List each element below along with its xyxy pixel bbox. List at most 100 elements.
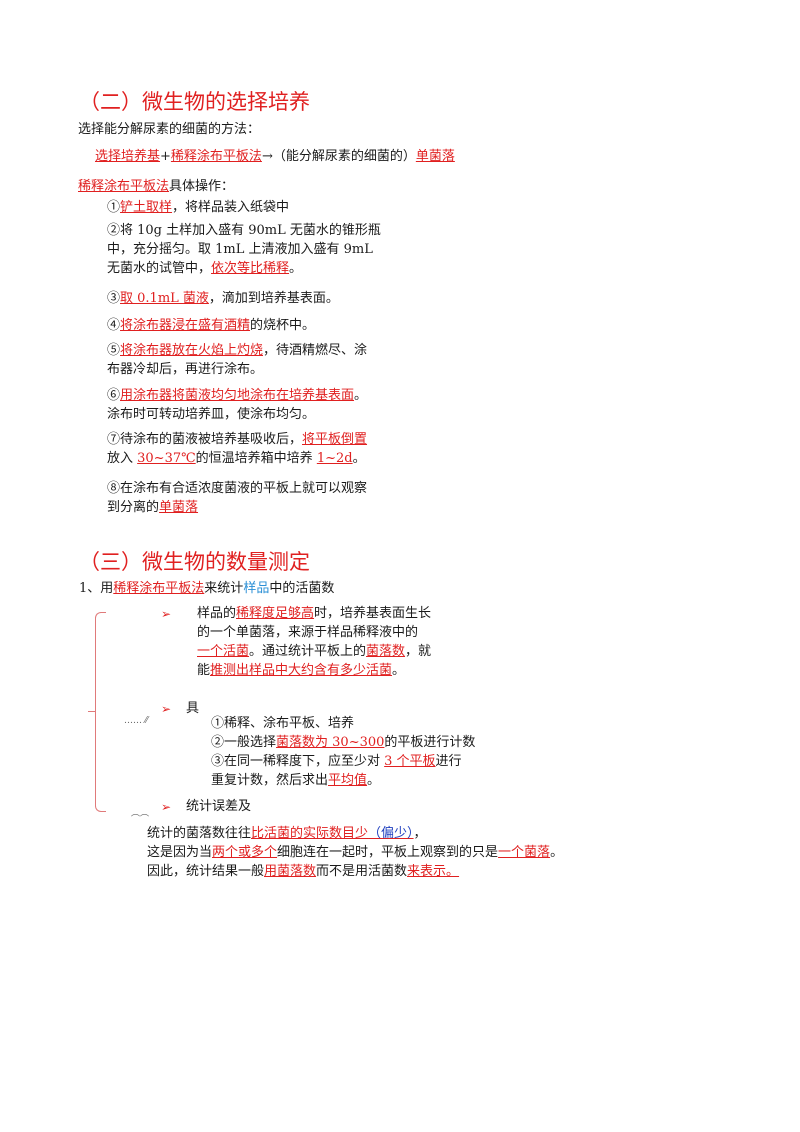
step-2-line-1: ②将 10g 土样加入盛有 90mL 无菌水的锥形瓶 [107,223,381,238]
bullet-3-l3-mid: 而不是用活菌数 [316,864,408,879]
bullet-1-inference: 推测出样品中大约含有多少活菌 [210,663,393,678]
bullet-2-line-4: 重复计数，然后求出平均值。 [211,771,475,790]
bullet-2-line-1: ①稀释、涂布平板、培养 [211,716,355,731]
step-5-line-2: 布器冷却后，再进行涂布。 [107,362,264,377]
step-8-line-2: 到分离的单菌落 [107,498,367,517]
bullet-1-l4-pre: 能 [197,663,211,678]
step-3-number: ③ [107,291,121,306]
bullet-3-label: 统计误差及 [186,799,252,814]
step-7-line-2-pre: 放入 [107,451,138,466]
step-3-key: 取 0.1mL 菌液 [120,291,209,306]
section3-heading-mid: 来统计 [204,581,244,596]
step-1: ①铲土取样，将样品装入纸袋中 [107,198,289,217]
flow-plus: + [160,149,171,164]
bullet-1-dilution-key: 稀释度足够高 [236,606,315,621]
step-8-key: 单菌落 [159,500,199,515]
bullet-2-colony-range: 菌落数为 30~300 [276,735,385,750]
bullet-3-fewer-key: 比活菌的实际数目少 [251,826,369,841]
bullet-3-line-2: 这是因为当两个或多个细胞连在一起时，平板上观察到的只是一个菌落。 [147,843,563,862]
step-7-key: 将平板倒置 [302,432,368,447]
step-4-number: ④ [107,318,121,333]
bullet-1-line-1: 样品的稀释度足够高时，培养基表面生长 [197,604,431,623]
bullet-3-line-3: 因此，统计结果一般用菌落数而不是用活菌数来表示。 [147,862,563,881]
step-6: ⑥用涂布器将菌液均匀地涂布在培养基表面。 涂布时可转动培养皿，使涂布均匀。 [107,386,367,424]
bullet-3-line-1: 统计的菌落数往往比活菌的实际数目少（偏少）， [147,824,563,843]
bullet-1-colony-count: 菌落数 [366,644,406,659]
bullet-1-arrow-icon: ➢ [161,607,172,621]
step-6-line-1: ⑥用涂布器将菌液均匀地涂布在培养基表面。 [107,386,367,405]
section2-title: （二）微生物的选择培养 [79,90,310,114]
bullet-3-l1-post: ， [413,826,427,841]
step-4-text: 的烧杯中。 [250,318,316,333]
step-2-line-2: 中，充分摇匀。取 1mL 上清液加入盛有 9mL [107,242,373,257]
step-7: ⑦待涂布的菌液被培养基吸收后，将平板倒置 放入 30~37℃的恒温培养箱中培养 … [107,430,367,468]
bullet-1-l1-post: 时，培养基表面生长 [314,606,432,621]
sample-term: 样品 [243,581,270,596]
step-5-key: 将涂布器放在火焰上灼烧 [120,343,264,358]
section3-method-term: 稀释涂布平板法 [113,581,205,596]
step-2-key: 依次等比稀释 [211,261,290,276]
bullet-1: 样品的稀释度足够高时，培养基表面生长 的一个单菌落，来源于样品稀释液中的 一个活… [197,604,431,680]
bracket-tick [88,711,96,712]
bullet-2-l4-pre: 重复计数，然后求出 [211,773,329,788]
bullet-3-one-colony: 一个菌落 [498,845,551,860]
section2-intro: 选择能分解尿素的细菌的方法： [78,122,261,137]
step-1-key: 铲土取样 [120,200,173,215]
bullet-2-l4-post: 。 [367,773,381,788]
bullet-3-l2-mid: 细胞连在一起时，平板上观察到的只是 [277,845,499,860]
section3-heading-post: 中的活菌数 [269,581,335,596]
step-2-line-3-text: 无菌水的试管中， [107,261,212,276]
bullet-3-arrow-icon: ➢ [161,800,172,814]
bullet-2-l3-pre: ③在同一稀释度下，应至少对 [211,754,385,769]
step-6-number: ⑥ [107,388,121,403]
bullet-1-l1-pre: 样品的 [197,606,237,621]
bullet-2-line-2: ②一般选择菌落数为 30~300的平板进行计数 [211,733,475,752]
step-7-text: ⑦待涂布的菌液被培养基吸收后， [107,432,303,447]
bullet-3-l3-pre: 因此，统计结果一般 [147,864,265,879]
bullet-2-l2-pre: ②一般选择 [211,735,277,750]
step-7-temperature: 30~37℃ [137,451,196,466]
bullet-2: ①稀释、涂布平板、培养 ②一般选择菌落数为 30~300的平板进行计数 ③在同一… [211,714,475,790]
bullet-2-plate-count: 3 个平板 [384,754,436,769]
bullet-3-multiple-cells: 两个或多个 [212,845,278,860]
bullet-1-line-2: 的一个单菌落，来源于样品稀释液中的 [197,625,419,640]
step-3-text: ，滴加到培养基表面。 [208,291,339,306]
bullet-2-average: 平均值 [328,773,368,788]
bullet-2-l3-post: 进行 [435,754,462,769]
step-6-line-2: 涂布时可转动培养皿，使涂布均匀。 [107,407,316,422]
step-2: ②将 10g 土样加入盛有 90mL 无菌水的锥形瓶 中，充分摇匀。取 1mL … [107,221,381,278]
step-4: ④将涂布器浸在盛有酒精的烧杯中。 [107,316,315,335]
step-5-text: ，待酒精燃尽、涂 [263,343,368,358]
bullet-1-line-4: 能推测出样品中大约含有多少活菌。 [197,661,431,680]
spread-plate-heading-term: 稀释涂布平板法 [78,179,170,194]
bullet-3: 统计的菌落数往往比活菌的实际数目少（偏少）， 这是因为当两个或多个细胞连在一起时… [147,824,563,881]
step-7-duration: 1~2d [316,451,353,466]
step-7-line-1: ⑦待涂布的菌液被培养基吸收后，将平板倒置 [107,430,367,449]
operation-heading-suffix: 具体操作： [169,179,235,194]
step-2-end: 。 [289,261,303,276]
step-8-line-1: ⑧在涂布有合适浓度菌液的平板上就可以观察 [107,481,368,496]
bullet-1-l4-post: 。 [392,663,406,678]
step-8: ⑧在涂布有合适浓度菌液的平板上就可以观察 到分离的单菌落 [107,479,367,517]
section3-heading: 1、用稀释涂布平板法来统计样品中的活菌数 [79,579,334,598]
bullet-2-fragment: …… ⁄⁄ [124,716,148,726]
bullet-3-by-colony-count: 用菌落数 [264,864,317,879]
step-2-line-3: 无菌水的试管中，依次等比稀释。 [107,259,381,278]
section3-heading-pre: 1、用 [79,581,114,596]
bullet-1-line-3: 一个活菌。通过统计平板上的菌落数，就 [197,642,431,661]
step-4-key: 将涂布器浸在盛有酒精 [120,318,251,333]
bullet-3-l2-post: 。 [550,845,564,860]
bullet-1-l3-mid: 。通过统计平板上的 [249,644,367,659]
section3-title: （三）微生物的数量测定 [79,550,310,574]
step-1-number: ① [107,200,121,215]
bullet-1-one-live-cell: 一个活菌 [197,644,250,659]
bullet-3-expressed: 来表示。 [407,864,460,879]
bullet-2-line-3: ③在同一稀释度下，应至少对 3 个平板进行 [211,752,475,771]
operation-heading: 稀释涂布平板法具体操作： [78,177,234,196]
bullet-1-l3-post: ，就 [405,644,432,659]
bracket-line [95,612,106,812]
bullet-2-l2-post: 的平板进行计数 [384,735,476,750]
step-1-text: ，将样品装入纸袋中 [172,200,290,215]
method-flow: 选择培养基+稀释涂布平板法→（能分解尿素的细菌的）单菌落 [95,147,455,166]
step-8-line-2-text: 到分离的 [107,500,160,515]
